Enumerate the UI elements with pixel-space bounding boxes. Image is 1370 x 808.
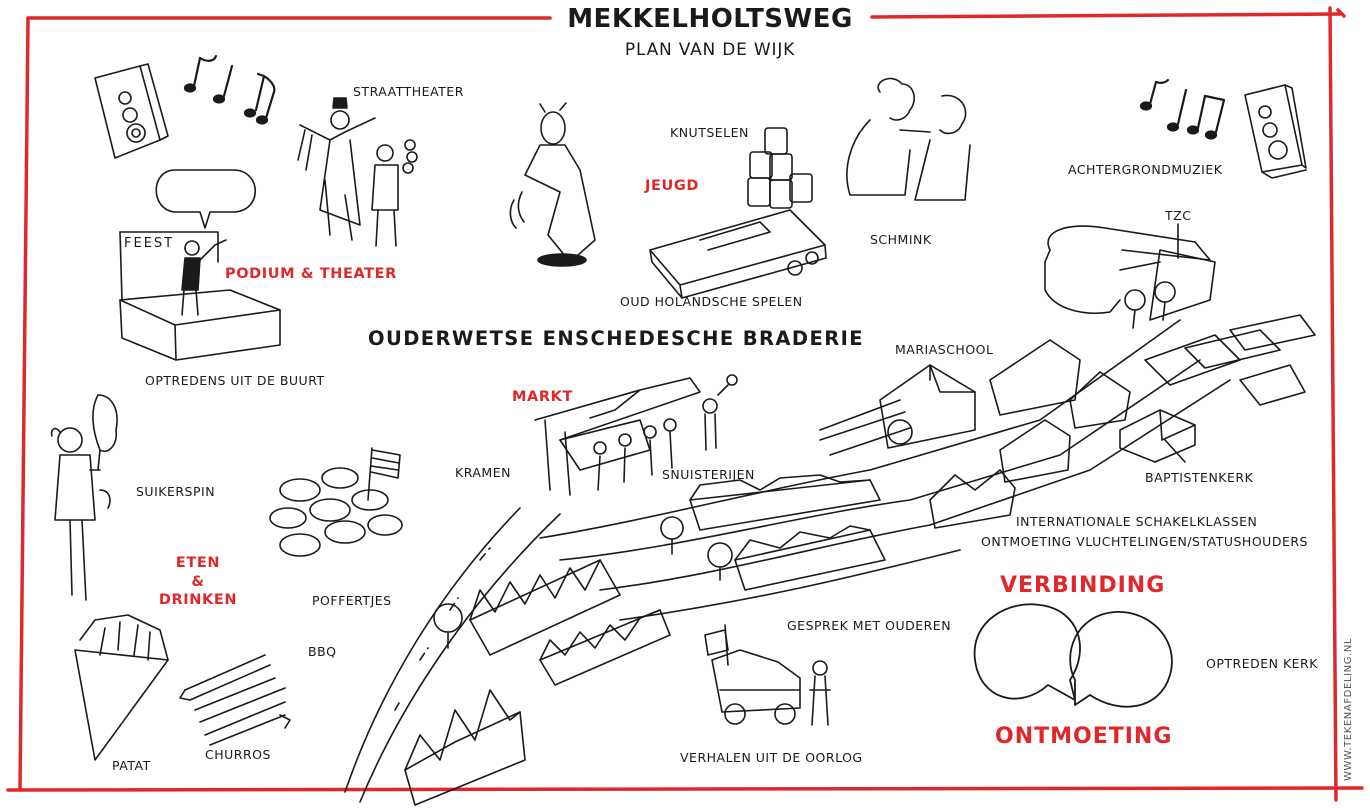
tzc-building-icon: [1044, 225, 1216, 329]
venn-speech-bubbles-icon: [973, 603, 1173, 708]
speaker-right-icon: [1244, 84, 1307, 179]
army-jeep-icon: [704, 624, 831, 726]
streets: [344, 319, 1231, 803]
label-amp: &: [191, 574, 205, 590]
cotton-candy-girl-icon: [50, 394, 118, 601]
label-markt: MARKT: [512, 389, 573, 405]
label-achtergrondmuziek: ACHTERGRONDMUZIEK: [1068, 162, 1223, 177]
houses-row-icon: [404, 516, 733, 806]
label-verhalen-uit-de-oorlog: VERHALEN UIT DE OORLOG: [680, 750, 863, 765]
label-baptistenkerk: BAPTISTENKERK: [1145, 470, 1254, 485]
label-oud-holandsche-spelen: OUD HOLANDSCHE SPELEN: [620, 294, 803, 309]
label-eten: ETEN: [175, 555, 221, 571]
red-frame: [6, 6, 1364, 802]
sjoelbak-game-icon: [649, 209, 827, 299]
label-knutselen: KNUTSELEN: [670, 125, 749, 140]
credit-url: WWW.TEKENAFDELING.NL: [1343, 637, 1354, 781]
label-optredens-uit-de-buurt: OPTREDENS UIT DE BUURT: [145, 373, 325, 388]
label-snuisterijen: SNUISTERIJEN: [662, 467, 755, 482]
mariaschool-building-icon: [879, 364, 976, 449]
music-notes-right-icon: [1139, 78, 1226, 140]
music-notes-left-icon: [183, 54, 276, 125]
page-title: MEKKELHOLTSWEG: [555, 4, 865, 34]
stage-podium-icon: [119, 169, 281, 361]
churros-icon: [179, 654, 291, 746]
label-patat: PATAT: [112, 758, 151, 773]
dancing-child-icon: [509, 102, 596, 267]
label-tzc: TZC: [1165, 208, 1192, 223]
headline-braderie: OUDERWETSE ENSCHEDESCHE BRADERIE: [368, 327, 865, 350]
speaker-left-icon: [94, 63, 169, 159]
street-theater-performers-icon: [297, 97, 418, 247]
poffertjes-icon: [269, 447, 403, 557]
label-straattheater: STRAATTHEATER: [353, 84, 464, 99]
label-drinken: DRINKEN: [158, 592, 238, 608]
patat-fries-icon: [74, 614, 169, 761]
label-optreden-kerk: OPTREDEN KERK: [1206, 656, 1318, 671]
label-ontmoeting: ONTMOETING: [995, 724, 1173, 749]
label-suikerspin: SUIKERSPIN: [136, 484, 216, 499]
label-gesprek-met-ouderen: GESPREK MET OUDEREN: [787, 618, 952, 633]
craft-cans-icon: [747, 127, 813, 209]
market-stalls-street-icon: [689, 474, 886, 591]
baptistenkerk-building-icon: [1119, 409, 1196, 463]
market-stalls-icon: [534, 374, 738, 496]
label-schmink: SCHMINK: [870, 232, 932, 247]
label-ontmoeting-vluchtelingen: ONTMOETING VLUCHTELINGEN/STATUSHOUDERS: [981, 534, 1308, 549]
label-verbinding: VERBINDING: [1000, 573, 1166, 598]
face-painting-people-icon: [846, 77, 971, 201]
label-churros: CHURROS: [205, 747, 271, 762]
label-bbq: BBQ: [308, 644, 337, 659]
label-internationale-schakelklassen: INTERNATIONALE SCHAKELKLASSEN: [1016, 514, 1258, 529]
label-jeugd: JEUGD: [645, 178, 700, 194]
label-feest-sign: FEEST: [124, 236, 175, 251]
label-podium-theater: PODIUM & THEATER: [225, 266, 397, 282]
label-mariaschool: MARIASCHOOL: [895, 342, 994, 357]
label-kramen: KRAMEN: [455, 465, 511, 480]
houses-right-icon: [929, 314, 1316, 529]
page-subtitle: PLAN VAN DE WIJK: [624, 40, 796, 60]
label-poffertjes: POFFERTJES: [312, 593, 392, 608]
